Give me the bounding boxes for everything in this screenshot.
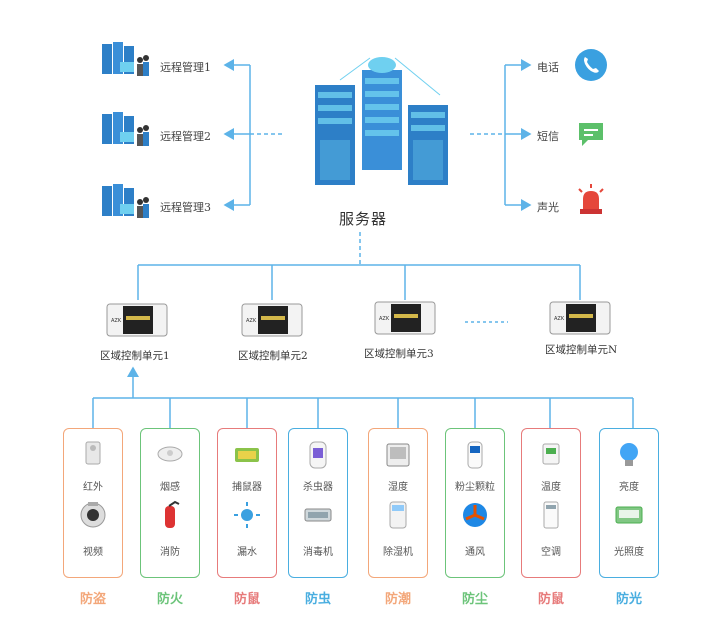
message-icon <box>576 120 606 154</box>
device-label: 漏水 <box>237 547 257 558</box>
camera-icon <box>78 500 108 534</box>
category-title: 防鼠 <box>537 592 564 607</box>
device-label: 湿度 <box>388 482 408 493</box>
svg-text:AZK: AZK <box>554 316 565 322</box>
category-title: 防火 <box>156 592 183 607</box>
mousetrap-icon <box>232 440 262 474</box>
svg-text:AZK: AZK <box>246 318 257 324</box>
remote-label-3: 远程管理3 <box>160 201 211 214</box>
unit-label-n: 区域控制单元N <box>545 344 618 356</box>
category-box <box>288 428 348 578</box>
alert-label-sms: 短信 <box>537 130 559 143</box>
disinfector-icon <box>303 500 333 534</box>
device-label: 红外 <box>83 482 103 493</box>
device-label: 捕鼠器 <box>232 482 262 493</box>
category-title: 防光 <box>615 592 642 607</box>
device-label: 光照度 <box>614 547 644 558</box>
device-label: 杀虫器 <box>303 482 333 493</box>
device-label: 通风 <box>465 547 485 558</box>
unit-label-1: 区域控制单元1 <box>100 350 170 362</box>
device-label: 除湿机 <box>383 547 413 558</box>
control-unit-device: AZK <box>373 298 437 342</box>
device-label: 温度 <box>541 482 561 493</box>
control-unit-device: AZK <box>548 298 612 342</box>
light-sensor-icon <box>614 500 644 534</box>
infrared-sensor-icon <box>78 440 108 474</box>
remote-item-3 <box>100 182 152 230</box>
svg-text:AZK: AZK <box>379 316 390 322</box>
category-box <box>217 428 277 578</box>
category-title: 防盗 <box>79 592 106 607</box>
category-box <box>599 428 659 578</box>
category-title: 防尘 <box>461 592 488 607</box>
server-cluster <box>300 50 460 200</box>
alert-label-phone: 电话 <box>537 61 559 74</box>
smoke-detector-icon <box>155 440 185 474</box>
humidity-meter-icon <box>383 440 413 474</box>
category-box <box>445 428 505 578</box>
phone-icon <box>574 48 608 86</box>
remote-item-1 <box>100 40 152 88</box>
remote-admin-icon <box>102 112 149 146</box>
category-box <box>140 428 200 578</box>
thermometer-icon <box>536 440 566 474</box>
alarm-light-icon <box>574 183 608 221</box>
alert-label-light: 声光 <box>537 201 559 214</box>
remote-label-2: 远程管理2 <box>160 130 211 143</box>
device-label: 消防 <box>160 547 180 558</box>
device-label: 粉尘颗粒 <box>455 482 495 493</box>
remote-label-1: 远程管理1 <box>160 61 211 74</box>
control-unit-device: AZK <box>105 300 169 344</box>
category-title: 防鼠 <box>233 592 260 607</box>
air-conditioner-icon <box>536 500 566 534</box>
unit-label-2: 区域控制单元2 <box>238 350 308 362</box>
extinguisher-icon <box>155 500 185 534</box>
control-unit-device: AZK <box>240 300 304 344</box>
dust-sensor-icon <box>460 440 490 474</box>
water-leak-icon <box>232 500 262 534</box>
category-box <box>368 428 428 578</box>
dehumidifier-icon <box>383 500 413 534</box>
device-label: 消毒机 <box>303 547 333 558</box>
server-icon <box>315 57 448 185</box>
remote-item-2 <box>100 110 152 158</box>
unit-label-3: 区域控制单元3 <box>364 348 434 360</box>
fan-icon <box>460 500 490 534</box>
category-title: 防潮 <box>384 592 411 607</box>
device-label: 亮度 <box>619 482 639 493</box>
device-label: 视频 <box>83 547 103 558</box>
remote-admin-icon <box>102 42 149 76</box>
bulb-icon <box>614 440 644 474</box>
insect-killer-icon <box>303 440 333 474</box>
server-label: 服务器 <box>339 210 388 228</box>
device-label: 空调 <box>541 547 561 558</box>
category-title: 防虫 <box>304 592 331 607</box>
device-label: 烟感 <box>160 482 180 493</box>
remote-admin-icon <box>102 184 149 218</box>
svg-text:AZK: AZK <box>111 318 122 324</box>
category-box <box>63 428 123 578</box>
category-box <box>521 428 581 578</box>
